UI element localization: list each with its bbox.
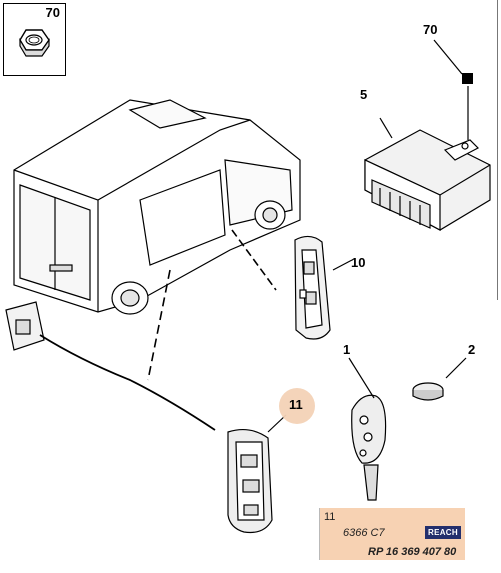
switch-harness-illustration (5, 301, 273, 534)
control-unit-illustration (364, 129, 491, 231)
callout-11: 11 (289, 397, 303, 412)
part-reference-box: 11 6366 C7 REACH RP 16 369 407 80 (319, 508, 465, 560)
callout-70: 70 (423, 22, 438, 37)
callout-1: 1 (343, 342, 351, 357)
reference-item-number: 11 (324, 511, 336, 523)
key-illustration (351, 394, 387, 501)
callout-2: 2 (468, 342, 476, 357)
van-illustration (13, 99, 301, 315)
callout-5: 5 (360, 87, 368, 102)
reach-badge: REACH (425, 526, 461, 539)
door-handle-illustration (294, 235, 331, 340)
callout-10: 10 (351, 255, 366, 270)
nut-icon (19, 29, 50, 57)
callout-70-inset: 70 (45, 5, 60, 20)
highlight-marker (279, 388, 315, 424)
reference-part-number: RP 16 369 407 80 (368, 546, 457, 558)
battery-illustration (412, 382, 444, 401)
reference-code: 6366 C7 (343, 527, 385, 539)
screw-icon (462, 73, 473, 84)
frame-divider (497, 0, 498, 300)
nut-inset-box: 70 (3, 3, 66, 76)
